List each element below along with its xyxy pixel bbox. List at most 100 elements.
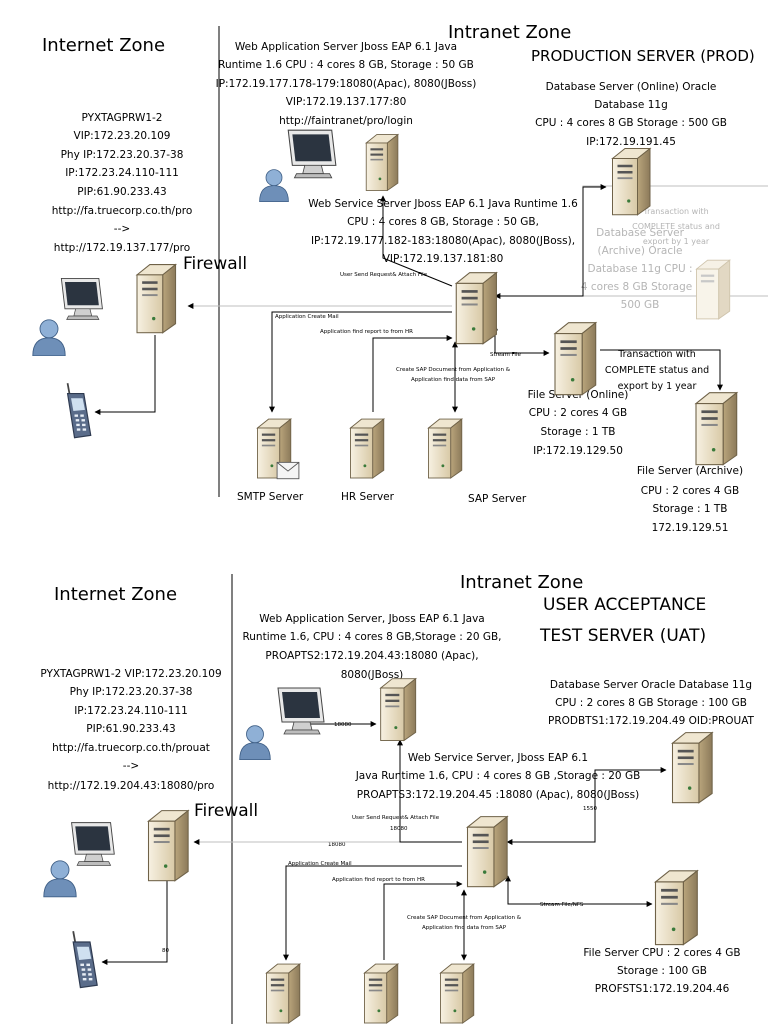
- prod-sap-connector-label: Application find data from SAP: [411, 377, 496, 383]
- prod-firewall-label: Firewall: [183, 254, 247, 274]
- prod-file-server-icon: [554, 321, 597, 396]
- uat-create-mail-label: Application Create Mail: [288, 861, 352, 867]
- uat-ws-line: Java Runtime 1.6, CPU : 4 cores 8 GB ,St…: [355, 770, 641, 782]
- uat-title: USER ACCEPTANCE: [543, 595, 706, 615]
- uat-db-line: Database Server Oracle Database 11g: [550, 679, 752, 691]
- uat-hr-server-icon: [363, 963, 399, 1024]
- uat-connectors: [101, 721, 667, 965]
- prod-web-app-server-icon: [365, 133, 399, 192]
- prod-ws-line: Web Service Server Jboss EAP 6.1 Java Ru…: [308, 198, 578, 210]
- uat-send-request-label: User Send Request& Attach File: [352, 815, 440, 821]
- prod-mail-envelope-icon: [276, 461, 300, 480]
- uat-web-user-icon: [239, 725, 271, 760]
- uat-internet-user-icon: [43, 860, 77, 898]
- uat-firewall-label: Firewall: [194, 801, 258, 821]
- uat-fs-info: File Server CPU : 2 cores 4 GB Storage :…: [583, 947, 740, 995]
- uat-smtp-server-icon: [265, 963, 301, 1024]
- prod-ws-line: CPU : 4 cores 8 GB, Storage : 50 GB,: [347, 216, 539, 228]
- prod-proxy-line: IP:172.23.24.110-111: [65, 167, 179, 179]
- prod-fs-note-line: Transaction with: [617, 349, 696, 360]
- prod-firewall-proxy-server-icon: [136, 263, 177, 334]
- uat-ws-line: Web Service Server, Jboss EAP 6.1: [408, 752, 588, 764]
- prod-web-user-icon: [259, 169, 289, 202]
- uat-web-app-line: Web Application Server, Jboss EAP 6.1 Ja…: [259, 613, 485, 625]
- uat-db-line: CPU : 2 cores 8 GB Storage : 100 GB: [555, 697, 747, 709]
- prod-db-archive-line: (Archive) Oracle: [598, 245, 683, 257]
- prod-proxy-line: PIP:61.90.233.43: [77, 186, 166, 198]
- prod-db-archive-info: Database Server (Archive) Oracle Databas…: [581, 227, 699, 311]
- prod-proxy-line: http://fa.truecorp.co.th/pro: [52, 205, 193, 217]
- uat-proxy-line: http://172.19.204.43:18080/pro: [48, 780, 215, 792]
- prod-file-archive-server-icon: [695, 391, 738, 466]
- prod-db-archive-line: 500 GB: [621, 299, 660, 311]
- prod-send-request-label: User Send Request& Attach File: [340, 272, 428, 278]
- uat-section: Internet Zone Intranet Zone USER ACCEPTA…: [40, 572, 755, 1024]
- prod-ws-server-icon: [455, 271, 498, 345]
- uat-proxy-line: -->: [123, 760, 139, 772]
- prod-fs-archive-info: File Server (Archive) CPU : 2 cores 4 GB…: [637, 465, 743, 534]
- prod-db-line: Database 11g: [594, 99, 667, 111]
- uat-db-server-icon: [671, 731, 713, 804]
- uat-find-hr-label: Application find report to from HR: [332, 877, 425, 883]
- prod-db-line: Database Server (Online) Oracle: [546, 81, 717, 93]
- prod-web-app-line: VIP:172.19.137.177:80: [286, 96, 407, 108]
- prod-db-archive-note: Transaction with COMPLETE status and exp…: [632, 207, 720, 246]
- prod-db-line: IP:172.19.191.45: [586, 136, 676, 148]
- prod-smtp-label: SMTP Server: [237, 491, 304, 503]
- prod-proxy-line: Phy IP:172.23.20.37-38: [61, 149, 184, 161]
- prod-fs-info: File Server (Online) CPU : 2 cores 4 GB …: [528, 389, 629, 457]
- prod-db-archive-line: Database 11g CPU :: [587, 263, 692, 275]
- prod-sap-server-icon: [427, 418, 463, 479]
- prod-web-app-line: Web Application Server Jboss EAP 6.1 Jav…: [235, 41, 457, 53]
- uat-proxy-line: PIP:61.90.233.43: [86, 723, 175, 735]
- uat-db-line: PRODBTS1:172.19.204.49 OID:PROUAT: [548, 715, 755, 727]
- prod-sap-label: SAP Server: [468, 493, 527, 505]
- uat-fs-line: PROFSTS1:172.19.204.46: [595, 983, 730, 995]
- prod-ws-line: VIP:172.19.137.181:80: [383, 253, 504, 265]
- prod-fs-archive-line: Storage : 1 TB: [653, 503, 728, 515]
- uat-ws-line: PROAPTS3:172.19.204.45 :18080 (Apac), 80…: [357, 789, 639, 801]
- uat-send-port-label: 18080: [390, 826, 408, 832]
- prod-db-archive-note-line: Transaction with: [642, 207, 708, 216]
- uat-firewall-proxy-server-icon: [147, 809, 189, 882]
- prod-hr-label: HR Server: [341, 491, 395, 503]
- uat-fs-line: Storage : 100 GB: [617, 965, 707, 977]
- prod-db-archive-line: Database Server: [596, 227, 685, 239]
- prod-db-line: CPU : 4 cores 8 GB Storage : 500 GB: [535, 117, 727, 129]
- uat-web-app-line: 8080(JBoss): [341, 669, 404, 681]
- prod-proxy-line: VIP:172.23.20.109: [74, 130, 171, 142]
- prod-fs-line: Storage : 1 TB: [541, 426, 616, 438]
- prod-intranet-zone-label: Intranet Zone: [448, 22, 571, 43]
- prod-fs-archive-line: CPU : 2 cores 4 GB: [641, 485, 740, 497]
- uat-stream-file-label: Stream File/NFS: [540, 902, 584, 908]
- prod-fs-note-line: COMPLETE status and: [605, 365, 709, 376]
- prod-fs-note-line: export by 1 year: [618, 381, 697, 392]
- prod-connectors: [94, 184, 723, 415]
- prod-mobile-phone-icon: [66, 382, 92, 439]
- uat-web-client-monitor-icon: [277, 687, 325, 735]
- prod-proxy-info: PYXTAGPRW1-2 VIP:172.23.20.109 Phy IP:17…: [52, 112, 193, 254]
- prod-fs-archive-line: 172.19.129.51: [652, 522, 729, 534]
- uat-fs-line: File Server CPU : 2 cores 4 GB: [583, 947, 740, 959]
- prod-web-app-info: Web Application Server Jboss EAP 6.1 Jav…: [216, 41, 477, 127]
- prod-db-server-icon: [611, 147, 651, 216]
- uat-web-app-info: Web Application Server, Jboss EAP 6.1 Ja…: [242, 613, 501, 681]
- uat-web-app-line: Runtime 1.6, CPU : 4 cores 8 GB,Storage …: [242, 631, 501, 643]
- prod-hr-server-icon: [349, 418, 385, 479]
- prod-proxy-line: PYXTAGPRW1-2: [82, 112, 163, 124]
- prod-title: PRODUCTION SERVER (PROD): [531, 47, 755, 65]
- prod-web-client-monitor-icon: [287, 129, 337, 179]
- uat-internet-zone-label: Internet Zone: [54, 584, 177, 605]
- prod-db-archive-line: 4 cores 8 GB Storage :: [581, 281, 699, 293]
- prod-proxy-line: -->: [114, 223, 130, 235]
- prod-internet-user-icon: [32, 319, 66, 356]
- prod-ws-line: IP:172.19.177.182-183:18080(Apac), 8080(…: [311, 235, 575, 247]
- prod-proxy-line: http://172.19.137.177/pro: [54, 242, 190, 254]
- uat-title: TEST SERVER (UAT): [539, 626, 706, 646]
- prod-fs-archive-line: File Server (Archive): [637, 465, 743, 477]
- prod-db-info: Database Server (Online) Oracle Database…: [535, 81, 727, 148]
- uat-phone-port-label: 80: [162, 948, 169, 954]
- prod-db-archive-note-line: COMPLETE status and: [632, 222, 720, 231]
- prod-sap-connector-label: Create SAP Document from Application &: [396, 367, 511, 373]
